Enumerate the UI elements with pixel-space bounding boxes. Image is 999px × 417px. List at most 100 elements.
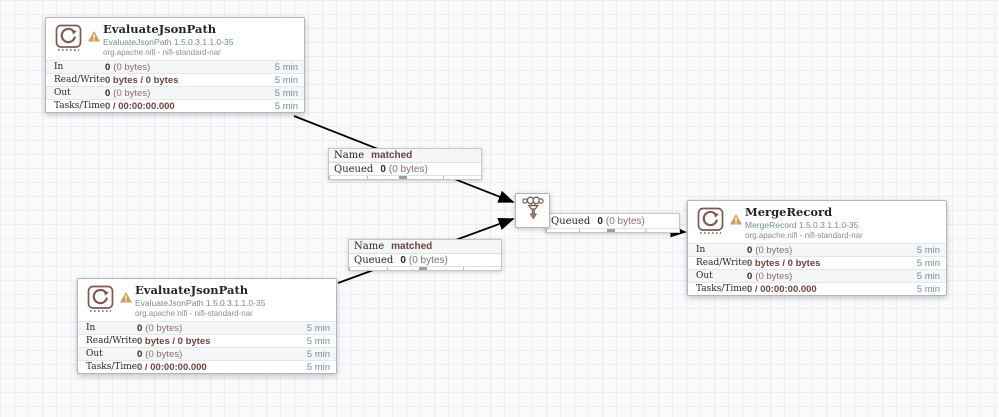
processor-stats: In 0(0 bytes) 5 min Read/Write 0 bytes /… (688, 243, 946, 295)
processor-header: EvaluateJsonPath EvaluateJsonPath 1.5.0.… (78, 279, 336, 321)
processor-stamp-refresh-icon (87, 285, 114, 318)
stat-value: 0 / 00:00:00.000 (747, 283, 817, 295)
stat-label: In (86, 323, 96, 333)
queued-bytes: (0 bytes) (408, 254, 448, 266)
processor-mergerecord[interactable]: MergeRecord MergeRecord 1.5.0.3.1.1.0-35… (687, 200, 947, 296)
processor-evaluatejsonpath-top[interactable]: EvaluateJsonPath EvaluateJsonPath 1.5.0.… (45, 17, 305, 113)
stat-timeframe: 5 min (274, 61, 298, 73)
stat-row-in: In 0(0 bytes) 5 min (46, 60, 304, 73)
stat-label: Read/Write (696, 258, 748, 268)
stat-row-out: Out 0(0 bytes) 5 min (688, 269, 946, 282)
connection-label-funnel-queue[interactable]: Queued 0 (0 bytes) (545, 213, 680, 233)
warning-triangle-icon (88, 29, 100, 47)
connection-queued-label: Queued (551, 215, 591, 227)
stat-label: Out (696, 271, 713, 281)
stat-value-detail: (0 bytes) (755, 244, 793, 256)
connection-name-row: Name matched (349, 240, 501, 254)
processor-stamp-refresh-icon (697, 207, 724, 240)
queued-bytes: (0 bytes) (388, 163, 428, 175)
connection-name-label: Name (354, 241, 385, 252)
connection-label-matched-bottom[interactable]: Name matched Queued 0 (0 bytes) (348, 239, 502, 271)
processor-stamp-refresh-icon (55, 24, 82, 57)
processor-version: EvaluateJsonPath 1.5.0.3.1.1.0-35 (135, 298, 266, 308)
funnel-icon (521, 196, 545, 226)
stat-label: Tasks/Time (86, 362, 138, 372)
processor-stats: In 0(0 bytes) 5 min Read/Write 0 bytes /… (46, 60, 304, 112)
stat-label: Read/Write (86, 336, 138, 346)
processor-stats: In 0(0 bytes) 5 min Read/Write 0 bytes /… (78, 321, 336, 373)
connection-queued-row: Queued 0 (0 bytes) (349, 254, 501, 266)
queued-count: 0 (400, 254, 406, 266)
stat-timeframe: 5 min (274, 74, 298, 86)
stat-label: In (696, 245, 706, 255)
stat-value-detail: (0 bytes) (113, 61, 151, 73)
stat-row-out: Out 0(0 bytes) 5 min (46, 86, 304, 99)
stat-value-detail: (0 bytes) (755, 270, 793, 282)
stat-value: 0 (747, 270, 753, 282)
stat-row-tasks-time: Tasks/Time 0 / 00:00:00.000 5 min (688, 282, 946, 295)
stat-value: 0 (105, 61, 111, 73)
stat-value: 0 (137, 348, 143, 360)
connection-name-row: Name matched (329, 149, 481, 163)
stat-label: Out (86, 349, 103, 359)
connection-label-matched-top[interactable]: Name matched Queued 0 (0 bytes) (328, 148, 482, 180)
connection-relationship: matched (371, 150, 413, 161)
stat-timeframe: 5 min (916, 244, 940, 256)
stat-row-in: In 0(0 bytes) 5 min (78, 321, 336, 334)
connection-queued-label: Queued (334, 163, 374, 175)
stat-value: 0 (747, 244, 753, 256)
stat-value: 0 / 00:00:00.000 (137, 361, 207, 373)
stat-label: In (54, 62, 64, 72)
processor-bundle: org.apache.nifi - nifi-standard-nar (745, 231, 863, 240)
stat-timeframe: 5 min (916, 257, 940, 269)
stat-timeframe: 5 min (306, 322, 330, 334)
processor-bundle: org.apache.nifi - nifi-standard-nar (103, 48, 221, 57)
stat-value: 0 bytes / 0 bytes (105, 74, 179, 86)
stat-label: Read/Write (54, 75, 106, 85)
stat-label: Tasks/Time (54, 101, 106, 111)
processor-name: EvaluateJsonPath (135, 283, 249, 297)
stat-row-out: Out 0(0 bytes) 5 min (78, 347, 336, 360)
processor-evaluatejsonpath-bottom[interactable]: EvaluateJsonPath EvaluateJsonPath 1.5.0.… (77, 278, 337, 374)
processor-header: EvaluateJsonPath EvaluateJsonPath 1.5.0.… (46, 18, 304, 60)
connection-relationship: matched (391, 241, 433, 252)
queue-progress-bar (349, 266, 501, 270)
connection-queued-label: Queued (354, 254, 394, 266)
stat-label: Tasks/Time (696, 284, 748, 294)
connection-name-label: Name (334, 150, 365, 161)
stat-row-in: In 0(0 bytes) 5 min (688, 243, 946, 256)
warning-triangle-icon (730, 212, 742, 230)
queued-bytes: (0 bytes) (605, 215, 645, 227)
queued-count: 0 (380, 163, 386, 175)
stat-row-read-write: Read/Write 0 bytes / 0 bytes 5 min (46, 73, 304, 86)
processor-version: MergeRecord 1.5.0.3.1.1.0-35 (745, 220, 859, 230)
stat-value: 0 bytes / 0 bytes (747, 257, 821, 269)
queue-progress-bar (546, 228, 679, 232)
processor-version: EvaluateJsonPath 1.5.0.3.1.1.0-35 (103, 37, 234, 47)
warning-triangle-icon (120, 290, 132, 308)
stat-timeframe: 5 min (916, 270, 940, 282)
processor-bundle: org.apache.nifi - nifi-standard-nar (135, 309, 253, 318)
stat-row-read-write: Read/Write 0 bytes / 0 bytes 5 min (78, 334, 336, 347)
stat-label: Out (54, 88, 71, 98)
processor-name: MergeRecord (745, 205, 833, 219)
queue-progress-bar (329, 175, 481, 179)
stat-value: 0 (105, 87, 111, 99)
connection-queued-row: Queued 0 (0 bytes) (546, 214, 679, 228)
stat-timeframe: 5 min (306, 361, 330, 373)
stat-value-detail: (0 bytes) (113, 87, 151, 99)
stat-value: 0 (137, 322, 143, 334)
stat-row-read-write: Read/Write 0 bytes / 0 bytes 5 min (688, 256, 946, 269)
processor-header: MergeRecord MergeRecord 1.5.0.3.1.1.0-35… (688, 201, 946, 243)
stat-timeframe: 5 min (274, 87, 298, 99)
funnel[interactable] (515, 193, 550, 228)
stat-timeframe: 5 min (274, 100, 298, 112)
stat-value-detail: (0 bytes) (145, 348, 183, 360)
stat-timeframe: 5 min (916, 283, 940, 295)
stat-timeframe: 5 min (306, 335, 330, 347)
processor-name: EvaluateJsonPath (103, 22, 217, 36)
stat-value: 0 / 00:00:00.000 (105, 100, 175, 112)
stat-value-detail: (0 bytes) (145, 322, 183, 334)
stat-row-tasks-time: Tasks/Time 0 / 00:00:00.000 5 min (46, 99, 304, 112)
stat-value: 0 bytes / 0 bytes (137, 335, 211, 347)
